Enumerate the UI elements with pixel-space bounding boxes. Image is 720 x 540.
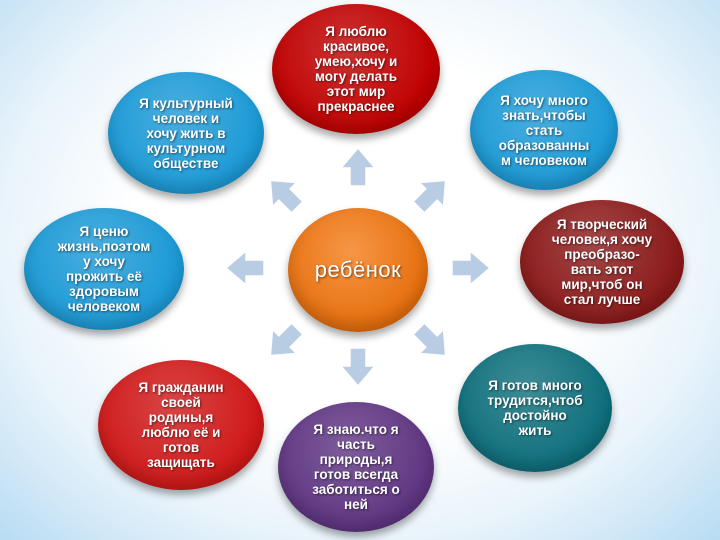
center-node: ребёнок [288, 208, 428, 332]
node-bottom-right: Я готов много трудится,чтоб достойно жит… [458, 344, 612, 472]
arrow-up-left [269, 179, 304, 214]
node-bottom-label: Я знаю.что я часть природы,я готов всегд… [312, 422, 400, 512]
node-top-right-label: Я хочу много знать,чтобы стать образован… [498, 92, 590, 168]
node-bottom-left-label: Я гражданин своей родины,я люблю её и го… [138, 380, 224, 470]
arrow-right [451, 249, 492, 287]
node-top-left-label: Я культурный человек и хочу жить в культ… [139, 95, 233, 171]
arrow-up-right [412, 179, 447, 214]
node-left-label: Я ценю жизнь,поэтом у хочу прожить её зд… [57, 224, 151, 314]
node-bottom-left: Я гражданин своей родины,я люблю её и го… [98, 360, 264, 490]
arrow-left [224, 249, 265, 287]
node-left: Я ценю жизнь,поэтом у хочу прожить её зд… [24, 208, 184, 330]
node-top: Я люблю красивое, умею,хочу и могу делат… [272, 4, 440, 134]
arrow-up [339, 146, 377, 187]
node-top-label: Я люблю красивое, умею,хочу и могу делат… [314, 24, 398, 114]
node-right: Я творческий человек,я хочу преобразо- в… [520, 200, 684, 324]
center-label: ребёнок [314, 257, 402, 282]
node-top-right: Я хочу много знать,чтобы стать образован… [470, 70, 618, 190]
node-bottom: Я знаю.что я часть природы,я готов всегд… [278, 402, 434, 532]
arrow-down-left [269, 322, 304, 357]
node-bottom-right-label: Я готов много трудится,чтоб достойно жит… [487, 378, 583, 438]
arrow-down-right [412, 322, 447, 357]
arrow-down [339, 347, 377, 388]
node-top-left: Я культурный человек и хочу жить в культ… [108, 72, 264, 194]
node-right-label: Я творческий человек,я хочу преобразо- в… [551, 217, 653, 307]
